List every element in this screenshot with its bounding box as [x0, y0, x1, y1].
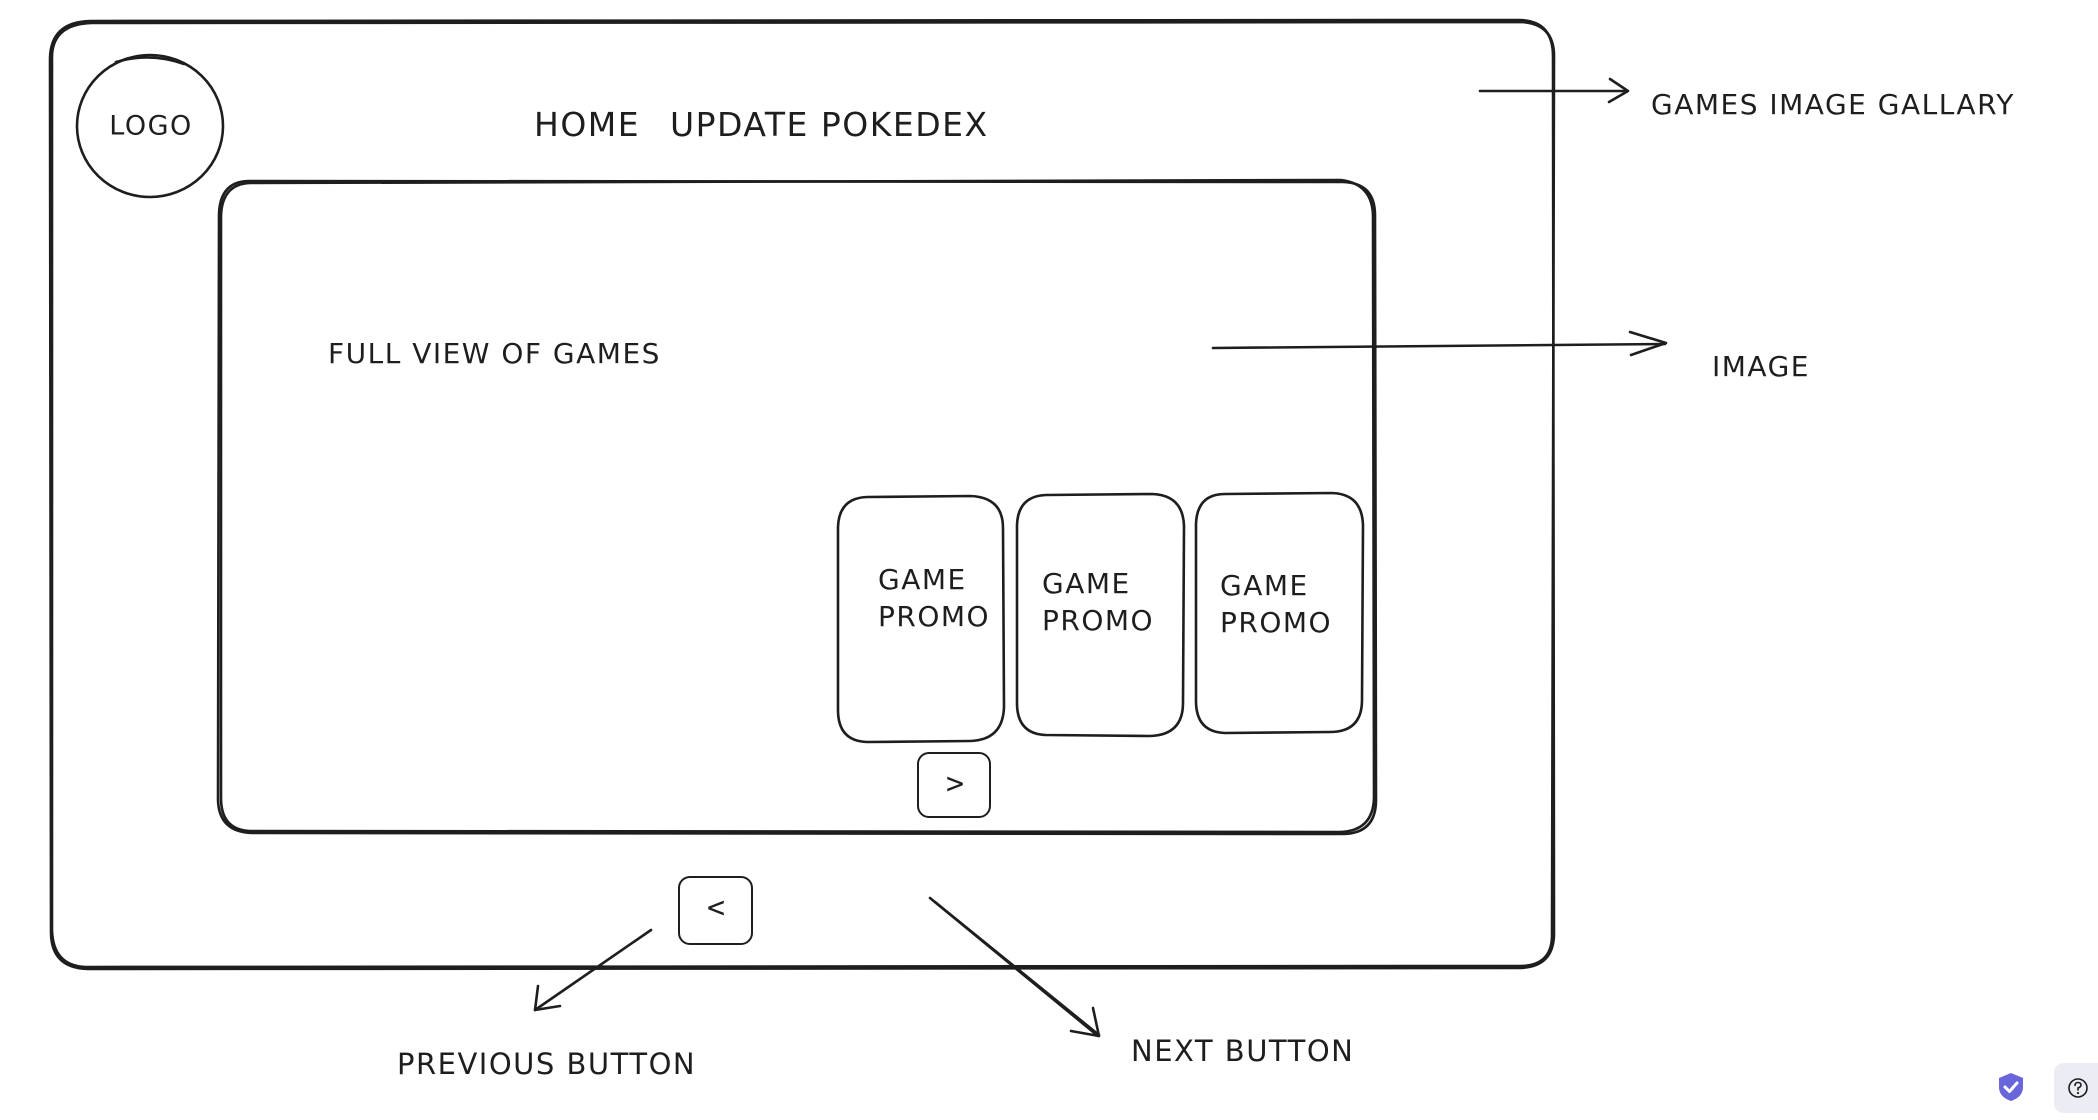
- shield-check-icon[interactable]: [1996, 1071, 2026, 1103]
- main-content-frame: [216, 178, 1378, 836]
- promo-card-3-frame: [1194, 491, 1365, 735]
- promo-card-3-line2: PROMO: [1220, 606, 1333, 639]
- promo-card-1-line1: GAME: [878, 563, 967, 596]
- page-frame: [48, 18, 1556, 971]
- promo-card-1[interactable]: GAME PROMO: [878, 561, 990, 635]
- promo-card-2-line2: PROMO: [1042, 604, 1155, 637]
- annotation-image: IMAGE: [1712, 350, 1810, 383]
- annotation-previous-button: PREVIOUS BUTTON: [397, 1047, 697, 1081]
- arrow-to-previous-button: [533, 928, 653, 1012]
- annotation-next-button: NEXT BUTTON: [1131, 1034, 1355, 1068]
- promo-card-3-line1: GAME: [1220, 569, 1309, 602]
- next-chevron-icon: >: [945, 766, 965, 802]
- help-button[interactable]: [2054, 1063, 2098, 1113]
- arrow-to-gallary: [1478, 77, 1630, 104]
- hero-full-view-text: FULL VIEW OF GAMES: [328, 337, 661, 370]
- previous-chevron-icon: <: [706, 890, 726, 926]
- next-button[interactable]: [917, 752, 991, 818]
- help-icon: [2068, 1078, 2088, 1098]
- promo-card-1-line2: PROMO: [878, 600, 991, 633]
- promo-card-2-frame: [1015, 492, 1186, 738]
- promo-card-2-line1: GAME: [1042, 567, 1131, 600]
- nav-update-pokedex-link[interactable]: UPDATE POKEDEX: [670, 105, 989, 144]
- annotation-gallary: GAMES IMAGE GALLARY: [1651, 88, 2015, 121]
- previous-button[interactable]: [678, 876, 753, 945]
- logo-label: LOGO: [109, 110, 193, 142]
- promo-card-1-frame: [836, 494, 1006, 744]
- promo-card-3[interactable]: GAME PROMO: [1220, 567, 1332, 641]
- nav-home-link[interactable]: HOME: [534, 105, 641, 144]
- promo-card-2[interactable]: GAME PROMO: [1042, 565, 1154, 639]
- arrow-to-image: [1211, 330, 1668, 357]
- logo-circle: [75, 53, 225, 199]
- arrow-to-next-button: [928, 896, 1101, 1038]
